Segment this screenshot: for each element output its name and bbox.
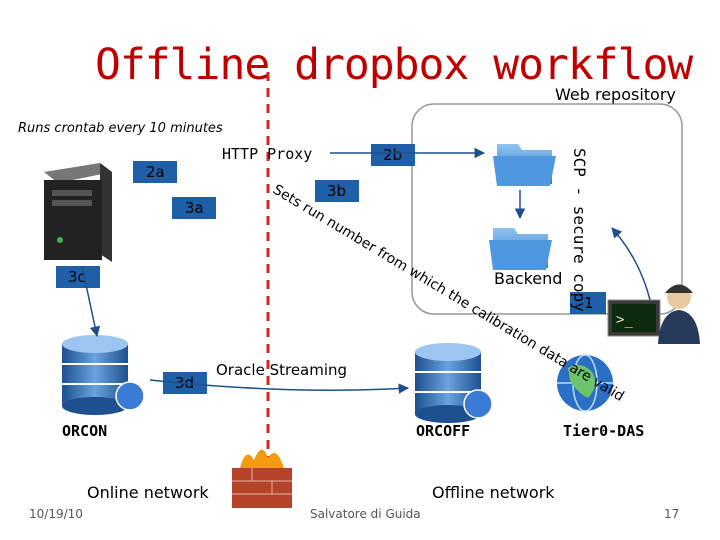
step-2a-box: [133, 161, 177, 183]
orcon-label: ORCON: [62, 422, 108, 440]
orcoff-database-icon: [415, 343, 493, 423]
footer-date: 10/19/10: [29, 507, 83, 521]
step-1-label: 1: [584, 294, 594, 312]
step-2b-box: [371, 144, 415, 166]
step-3c-box: [56, 266, 100, 288]
page-title: Offline dropbox workflow: [95, 40, 693, 90]
svg-text:>_: >_: [616, 312, 633, 328]
web-repository-box: [411, 103, 683, 315]
orcoff-label: ORCOFF: [416, 422, 471, 440]
offline-network-label: Offline network: [432, 483, 555, 502]
tier0-globe-icon: [557, 354, 613, 412]
arrow-user-to-repo: [611, 227, 651, 301]
terminal-icon: >_: [607, 299, 661, 337]
step-3c-label: 3c: [68, 268, 86, 286]
tier0-label: Tier0-DAS: [563, 422, 645, 440]
online-network-label: Online network: [87, 483, 209, 502]
arrow-server-to-orcon: [81, 265, 101, 338]
step-3a-box: [172, 197, 216, 219]
backend-label: Backend: [494, 269, 563, 288]
folder-icon: [493, 144, 556, 186]
step-1-box: [570, 292, 606, 314]
cron-note: Runs crontab every 10 minutes: [18, 121, 223, 136]
footer-author: Salvatore di Guida: [310, 507, 421, 521]
backend-folder-icon: [489, 228, 552, 270]
step-3a-label: 3a: [185, 199, 204, 217]
footer-page-number: 17: [664, 507, 680, 521]
scp-label: SCP - secure copy: [570, 148, 589, 312]
orcon-database-icon: [62, 335, 145, 415]
step-2a-label: 2a: [146, 163, 165, 181]
page-subtitle: Web repository: [555, 85, 676, 104]
server-icon: [44, 163, 112, 262]
step-3b-label: 3b: [327, 182, 346, 200]
http-proxy-label: HTTP Proxy: [222, 145, 313, 163]
step-3b-box: [315, 180, 359, 202]
oracle-streaming-label: Oracle Streaming: [216, 361, 348, 379]
step-2b-label: 2b: [383, 146, 402, 164]
user-icon: [658, 284, 700, 344]
arrow-orcon-to-orcoff: [149, 379, 410, 394]
firewall-icon: [232, 449, 292, 508]
